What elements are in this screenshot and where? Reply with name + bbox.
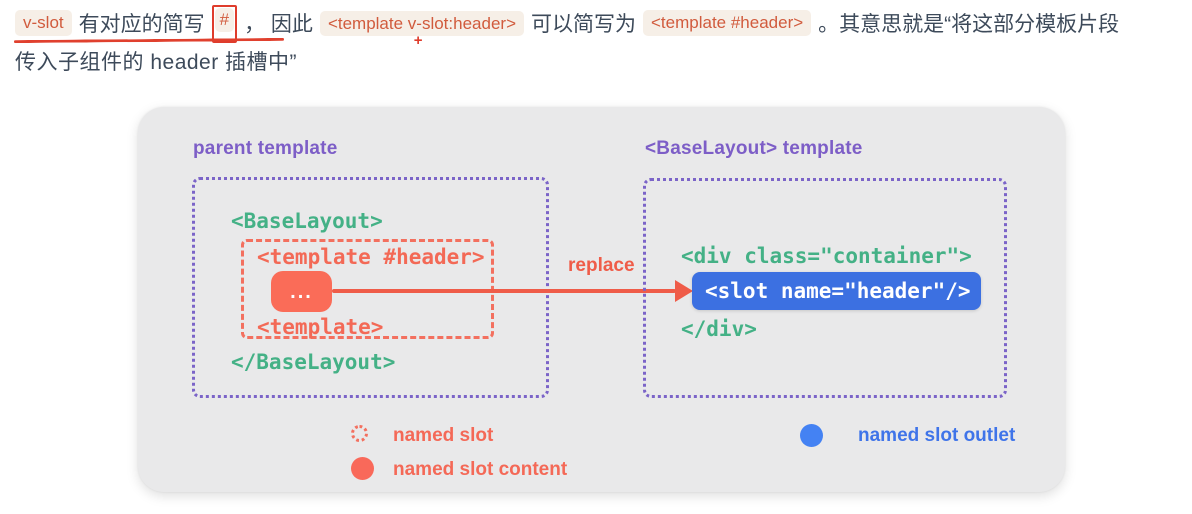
- intro-text-2: ， 因此: [244, 13, 313, 36]
- intro-line1: v-slot 有对应的简写 # ， 因此 <template v-slot:he…: [15, 5, 1190, 48]
- template-close-tag: <template>: [257, 315, 384, 339]
- slot-outlet-pill: <slot name="header"/>: [692, 272, 981, 310]
- legend-named-slot-icon: [351, 425, 368, 442]
- inline-code-template-v-slot: <template v-slot:header>: [319, 11, 524, 36]
- container-div-open-tag: <div class="container">: [681, 244, 972, 268]
- replace-label: replace: [568, 255, 635, 276]
- named-slot-content-pill: ...: [271, 271, 332, 312]
- baselayout-template-label: <BaseLayout> template: [645, 138, 863, 159]
- inline-code-hash: #: [214, 8, 235, 32]
- intro-text-4: 。其意思就是“将这部分模板片段: [818, 13, 1120, 36]
- legend-named-slot-outlet-label: named slot outlet: [858, 425, 1016, 446]
- inline-code-v-slot: v-slot: [15, 10, 72, 36]
- plus-annotation: +: [413, 32, 423, 49]
- legend-named-slot-label: named slot: [393, 425, 494, 446]
- replace-arrow: [332, 289, 676, 293]
- intro-line2: 传入子组件的 header 插槽中”: [15, 51, 298, 74]
- legend-named-slot-outlet-icon: [800, 424, 823, 447]
- parent-template-label: parent template: [193, 138, 338, 159]
- slot-diagram-panel: parent template <BaseLayout> <template #…: [138, 107, 1065, 492]
- hash-highlight-box: #: [211, 5, 238, 43]
- baselayout-template-box: [643, 178, 1007, 398]
- base-layout-close-tag: </BaseLayout>: [231, 350, 396, 374]
- div-close-tag: </div>: [681, 317, 757, 341]
- inline-code-template-header: <template #header>: [643, 10, 812, 36]
- template-header-open-tag: <template #header>: [257, 245, 485, 269]
- intro-paragraph: v-slot 有对应的简写 # ， 因此 <template v-slot:he…: [15, 5, 1190, 76]
- legend-named-slot-content-label: named slot content: [393, 459, 568, 480]
- slot-outlet-code: <slot name="header"/>: [705, 279, 971, 303]
- inline-code-template-v-slot-wrap: <template v-slot:header> +: [319, 11, 524, 48]
- parent-template-box: [192, 177, 549, 398]
- legend-named-slot-content-icon: [351, 457, 374, 480]
- base-layout-open-tag: <BaseLayout>: [231, 209, 383, 233]
- ellipsis: ...: [290, 280, 313, 303]
- intro-text-3: 可以简写为: [531, 13, 636, 36]
- replace-arrow-head: [675, 280, 693, 302]
- intro-text-1: 有对应的简写: [78, 13, 205, 36]
